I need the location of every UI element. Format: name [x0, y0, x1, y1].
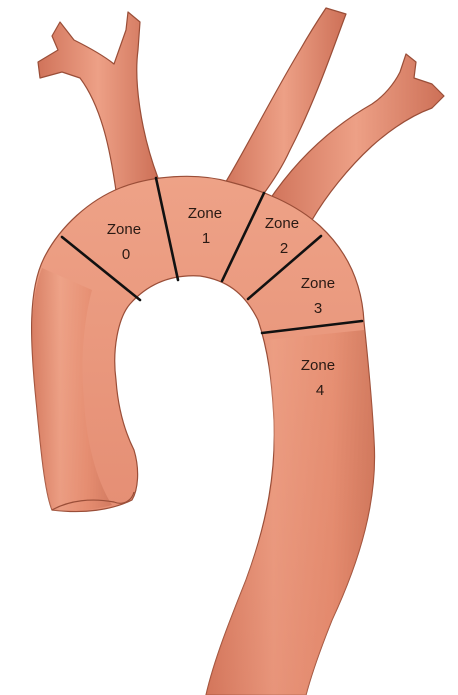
- zone-2-label-word: Zone: [265, 215, 299, 232]
- zone-3-label-number: 3: [314, 300, 322, 317]
- zone-4-label-number: 4: [316, 382, 324, 399]
- zone-2-label-number: 2: [280, 240, 288, 257]
- zone-1-label-word: Zone: [188, 205, 222, 222]
- zone-1-label-number: 1: [202, 230, 210, 247]
- brachiocephalic-trunk: [38, 12, 158, 205]
- zone-4-label-word: Zone: [301, 357, 335, 374]
- descending-aorta-shading: [206, 330, 375, 695]
- zone-0-label-word: Zone: [107, 221, 141, 238]
- zone-0-label-number: 0: [122, 246, 130, 263]
- zone-3-label-word: Zone: [301, 275, 335, 292]
